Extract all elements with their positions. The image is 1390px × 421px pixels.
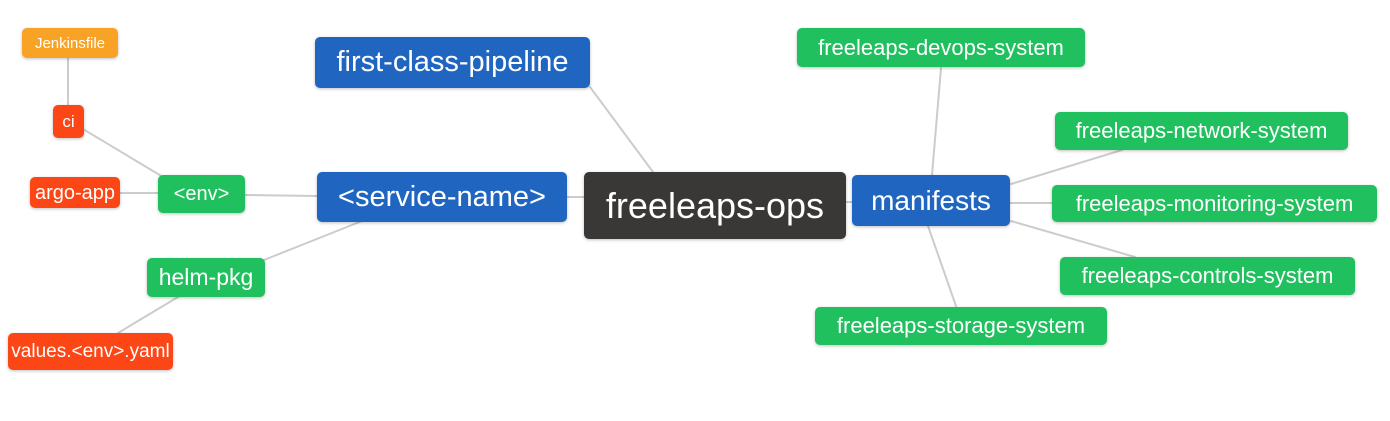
edge-ci--env <box>82 128 164 178</box>
node-controls-system[interactable]: freeleaps-controls-system <box>1060 257 1355 295</box>
node-values-env-yaml[interactable]: values.<env>.yaml <box>8 333 173 370</box>
node-ci[interactable]: ci <box>53 105 84 138</box>
edge-env--service-name <box>244 194 318 197</box>
node-devops-system[interactable]: freeleaps-devops-system <box>797 28 1085 67</box>
node-helm-pkg[interactable]: helm-pkg <box>147 258 265 297</box>
edge-first-class-pipeline--freeleaps-ops <box>589 86 654 173</box>
node-monitoring-system[interactable]: freeleaps-monitoring-system <box>1052 185 1377 222</box>
edge-manifests--controls-system <box>1010 220 1136 258</box>
node-freeleaps-ops[interactable]: freeleaps-ops <box>584 172 846 239</box>
node-manifests[interactable]: manifests <box>852 175 1010 226</box>
node-argo-app[interactable]: argo-app <box>30 177 120 208</box>
node-storage-system[interactable]: freeleaps-storage-system <box>815 307 1107 345</box>
node-network-system[interactable]: freeleaps-network-system <box>1055 112 1348 150</box>
node-env[interactable]: <env> <box>158 175 245 213</box>
node-jenkinsfile[interactable]: Jenkinsfile <box>22 28 118 58</box>
edge-manifests--network-system <box>1010 149 1123 185</box>
node-service-name[interactable]: <service-name> <box>317 172 567 222</box>
edge-manifests--devops-system <box>931 67 942 176</box>
edge-values-env-yaml--helm-pkg <box>117 296 179 334</box>
edge-helm-pkg--service-name <box>263 220 363 261</box>
edge-manifests--storage-system <box>927 225 957 307</box>
node-first-class-pipeline[interactable]: first-class-pipeline <box>315 37 590 88</box>
